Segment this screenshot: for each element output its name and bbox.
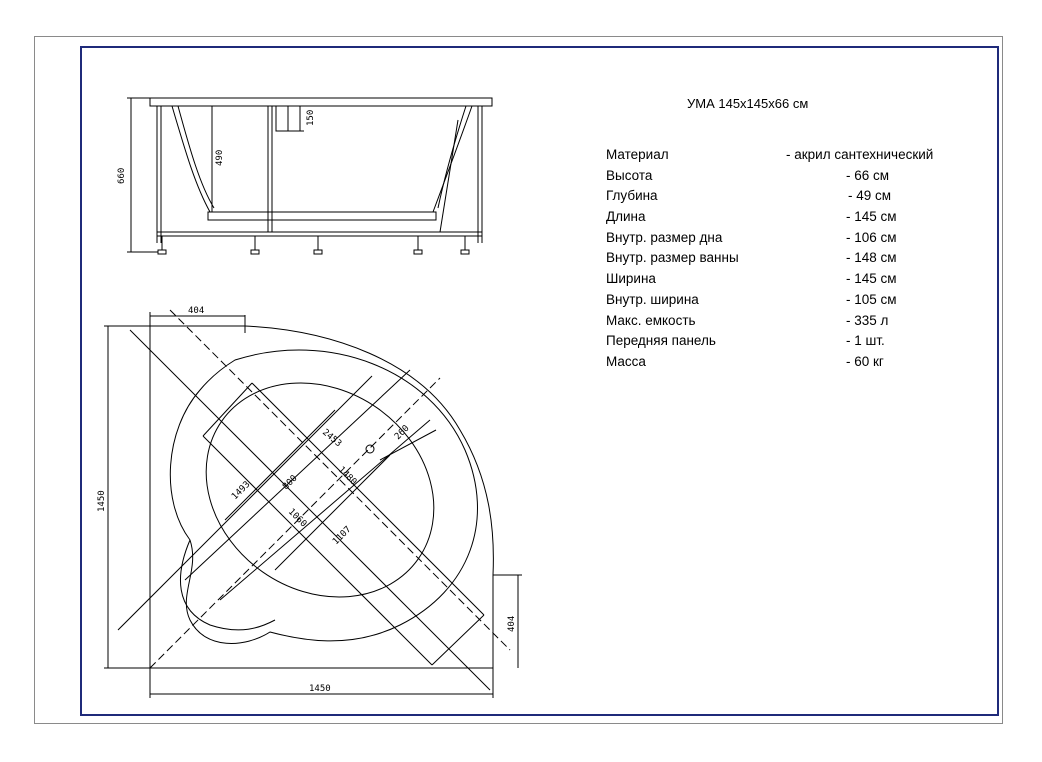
spec-value: - 49 см (848, 188, 892, 204)
plan-inner-rim (169, 349, 478, 644)
side-rim (149, 97, 493, 107)
spec-value: - 148 см (846, 250, 897, 266)
spec-value: - 105 см (846, 291, 897, 307)
drain-icon (365, 444, 375, 454)
spec-label: Внутр. размер ванны (606, 250, 739, 266)
spec-label: Внутр. размер дна (606, 229, 723, 245)
dim-right-offset: 404 (507, 616, 517, 632)
dim-bottom-width: 1107 (331, 525, 353, 547)
spec-value: - 335 л (846, 312, 889, 328)
plan-outer-contour (149, 325, 494, 669)
dim-width: 1450 (309, 684, 331, 694)
dim-left-offset: 404 (188, 306, 204, 316)
spec-value: - акрил сантехнический (786, 147, 934, 162)
dim-bottom-length: 1060 (286, 507, 308, 529)
spec-label: Ширина (606, 271, 656, 287)
dim-diagonal-total: 2453 (320, 428, 343, 450)
dim-total-height: 660 (117, 168, 127, 184)
spec-value: - 66 см (846, 167, 890, 183)
spec-label: Передняя панель (606, 333, 716, 349)
dim-rim: 150 (306, 110, 316, 126)
dim-depth: 490 (215, 150, 225, 166)
spec-value: - 106 см (846, 229, 897, 245)
dim-drain: 260 (393, 424, 412, 443)
drawing-frame (80, 46, 999, 716)
spec-label: Масса (606, 353, 646, 369)
spec-value: - 60 кг (846, 353, 884, 369)
side-feet (157, 236, 470, 255)
dim-center: 800 (281, 474, 300, 493)
spec-label: Внутр. ширина (606, 291, 699, 307)
product-title: УМА 145x145x66 см (687, 96, 809, 111)
spec-value: - 145 см (846, 209, 897, 225)
plan-view (104, 309, 522, 698)
side-view (127, 97, 493, 255)
spec-value: - 145 см (846, 271, 897, 287)
spec-label: Высота (606, 167, 653, 183)
dim-height: 1450 (97, 490, 107, 512)
spec-value: - 1 шт. (846, 333, 885, 349)
spec-label: Длина (606, 209, 646, 225)
spec-label: Материал (606, 147, 669, 162)
drawing-sheet (34, 36, 1003, 724)
spec-label: Макс. емкость (606, 312, 696, 328)
plan-bottom-oval (205, 382, 435, 598)
spec-label: Глубина (606, 188, 658, 204)
